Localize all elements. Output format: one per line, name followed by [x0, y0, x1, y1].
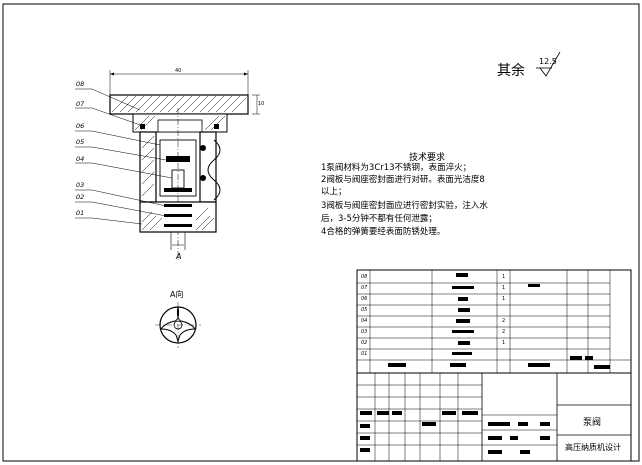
title-block-course: 高压纳质机设计 — [565, 443, 621, 452]
bom-row-qty: 1 — [502, 296, 506, 302]
tech-req-line: 以上； — [321, 187, 347, 197]
flange-height-dimension: 10 — [258, 101, 265, 107]
bom-row-index: 07 — [361, 285, 368, 291]
bom-row-qty: 1 — [502, 285, 506, 291]
technical-requirements-title: 技术要求 — [409, 153, 446, 163]
surface-finish-label: 其余 — [497, 63, 525, 79]
bom-row-index: 08 — [361, 274, 368, 280]
bom-row-qty: 1 — [502, 340, 506, 346]
overall-width-dimension: 40 — [175, 68, 182, 74]
tech-req-line: 后，3-5分钟不都有任何泄露； — [321, 214, 437, 224]
bom-row-qty: 2 — [502, 329, 506, 335]
part-label: 01 — [76, 209, 85, 217]
title-block — [356, 372, 632, 462]
bom-redactions — [388, 273, 610, 369]
bom-row-index: 01 — [361, 351, 368, 357]
bom-row-index: 05 — [361, 307, 368, 313]
tech-req-line: 1泵阀材料为3Cr13不锈钢，表面淬火； — [321, 163, 472, 173]
view-a-drawing — [155, 302, 201, 348]
tech-req-line: 2阀板与阀座密封面进行对研。表面光洁度8 — [321, 175, 485, 185]
part-label: 08 — [76, 80, 85, 88]
part-label: 03 — [76, 181, 85, 189]
drawing-border — [2, 3, 640, 462]
valve-section-view — [75, 70, 260, 260]
bom-row-qty: 1 — [502, 274, 506, 280]
section-mark: A — [176, 252, 182, 261]
part-label: 05 — [76, 138, 85, 146]
tech-req-line: 4合格的弹簧要经表面防锈处理。 — [321, 227, 446, 237]
bom-row-qty: 2 — [502, 318, 506, 324]
part-label: 04 — [76, 155, 85, 163]
part-label: 07 — [76, 100, 85, 108]
title-block-part-name: 泵阀 — [583, 418, 602, 428]
part-label: 02 — [76, 193, 85, 201]
surface-roughness-value: 12.5 — [539, 57, 557, 66]
bom-row-index: 03 — [361, 329, 368, 335]
bom-row-index: 04 — [361, 318, 368, 324]
roughness-symbol — [536, 51, 561, 77]
bom-row-index: 06 — [361, 296, 368, 302]
bom-row-index: 02 — [361, 340, 368, 346]
tech-req-line: 3阀板与阀座密封面应进行密封实验，注入水 — [321, 201, 488, 211]
title-block-redactions — [360, 411, 550, 454]
view-direction-label: A向 — [170, 290, 184, 299]
part-label: 06 — [76, 122, 85, 130]
